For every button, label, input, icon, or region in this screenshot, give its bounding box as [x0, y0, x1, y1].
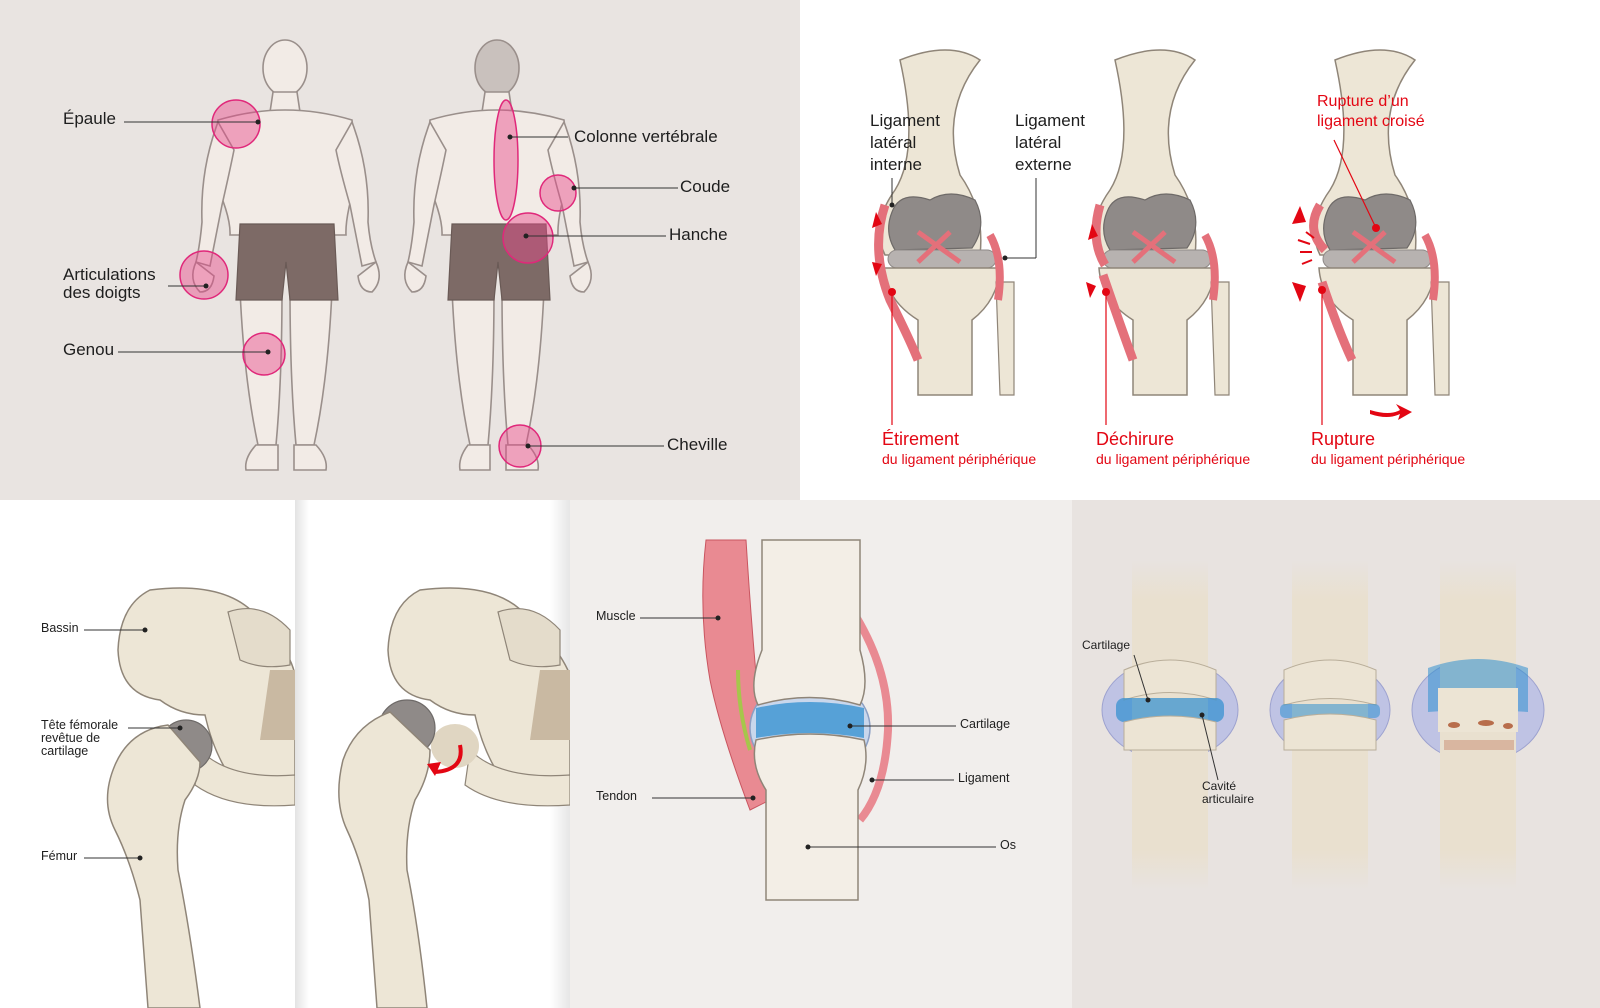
joint-highlights — [179, 99, 577, 468]
knee-leader-lines — [891, 178, 1037, 259]
stage-1-title: Étirement — [882, 429, 960, 449]
back-shorts — [447, 223, 551, 301]
stage-2-subtitle: du ligament périphérique — [1096, 451, 1251, 467]
joint-figure — [640, 539, 996, 901]
knee-stretch — [879, 50, 1014, 395]
label-arth-cartilage: Cartilage — [1082, 638, 1131, 652]
hip-anatomy-panel: Bassin Tête fémorale revêtue de cartilag… — [0, 500, 295, 1008]
front-shorts — [235, 223, 339, 301]
knee-red-lines — [891, 139, 1377, 425]
knee-figures — [872, 0, 1600, 425]
label-lig-externe: Ligament latéral externe — [1015, 111, 1085, 175]
front-body-figure — [192, 39, 380, 471]
knee-tear — [1094, 50, 1229, 395]
knee-red-dots — [888, 224, 1380, 296]
hip-highlight — [502, 212, 554, 264]
label-bassin: Bassin — [41, 621, 79, 635]
elbow-highlight — [539, 174, 577, 212]
spine-highlight — [493, 99, 519, 221]
label-coude: Coude — [680, 177, 731, 196]
label-genou: Genou — [63, 340, 115, 359]
hip-dislocation-figure — [338, 587, 570, 1008]
arthritis-figures — [1101, 560, 1545, 890]
label-tendon: Tendon — [596, 789, 638, 803]
label-hanche: Hanche — [669, 225, 728, 244]
fingers-highlight — [179, 250, 229, 300]
body-figures — [118, 39, 678, 471]
label-doigts: Articulations des doigts — [63, 265, 156, 302]
label-muscle: Muscle — [596, 609, 636, 623]
arthritis-panel: Cartilage Cavité articulaire — [1072, 500, 1600, 1008]
hip-dislocation-panel — [295, 500, 570, 1008]
label-cartilage: Cartilage — [960, 717, 1011, 731]
knee-ligament-panel: Ligament latéral interne Ligament latéra… — [800, 0, 1600, 500]
label-lig-interne: Ligament latéral interne — [870, 111, 940, 175]
lig-stretch — [874, 203, 923, 362]
label-ligament: Ligament — [958, 771, 1010, 785]
stage-3-subtitle: du ligament périphérique — [1311, 451, 1466, 467]
label-colonne: Colonne vertébrale — [574, 127, 718, 146]
body-leader-lines — [118, 121, 678, 447]
label-os: Os — [1000, 838, 1016, 852]
label-cavite: Cavité articulaire — [1202, 779, 1255, 806]
body-leader-dots — [203, 119, 577, 449]
label-femur: Fémur — [41, 849, 78, 863]
hip-figure — [84, 587, 295, 1008]
joint-anatomy-panel: Muscle Tendon Cartilage Ligament Os — [570, 500, 1072, 1008]
burst-lines — [1297, 231, 1315, 265]
back-body-figure — [404, 39, 592, 471]
stage-1-subtitle: du ligament périphérique — [882, 451, 1037, 467]
label-tete-femorale: Tête fémorale revêtue de cartilage — [41, 718, 119, 759]
knee-highlight — [242, 332, 286, 376]
force-arrows — [872, 206, 1412, 420]
lig-tear — [1091, 203, 1138, 362]
stage-2-title: Déchirure — [1096, 429, 1175, 449]
stage-3-title: Rupture — [1311, 429, 1376, 449]
label-epaule: Épaule — [63, 109, 116, 128]
shoulder-highlight — [211, 99, 261, 149]
label-rupture-croise: Rupture d’un ligament croisé — [1317, 93, 1425, 130]
body-joints-panel: Épaule Articulations des doigts Genou Co… — [0, 0, 800, 500]
label-cheville: Cheville — [667, 435, 728, 454]
